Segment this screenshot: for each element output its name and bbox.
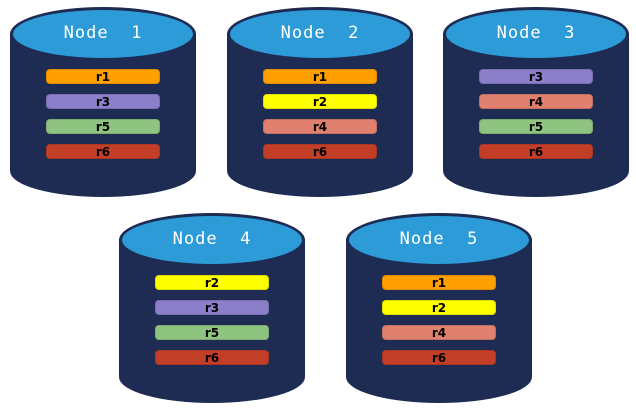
replica-bar: r4	[479, 94, 593, 109]
replica-label: r2	[204, 275, 220, 290]
replica-label: r1	[431, 275, 447, 290]
replica-bar: r1	[46, 69, 160, 84]
replica-bar: r6	[479, 144, 593, 159]
replica-bar: r1	[382, 275, 496, 290]
replica-label: r6	[528, 144, 544, 159]
cylinder-top: Node 3	[443, 7, 629, 61]
node-cylinder-1: Node 1 r1 r3 r5 r6	[10, 7, 196, 197]
replica-list: r1 r3 r5 r6	[46, 69, 160, 159]
node-title: Node 4	[172, 229, 252, 249]
replica-label: r6	[95, 144, 111, 159]
replica-bar: r2	[382, 300, 496, 315]
replica-bar: r3	[155, 300, 269, 315]
replica-bar: r5	[46, 119, 160, 134]
replica-bar: r4	[382, 325, 496, 340]
replica-bar: r6	[155, 350, 269, 365]
replica-label: r1	[95, 69, 111, 84]
replica-label: r4	[312, 119, 328, 134]
replica-label: r1	[312, 69, 328, 84]
replica-bar: r5	[479, 119, 593, 134]
replica-label: r2	[312, 94, 328, 109]
replica-label: r5	[204, 325, 220, 340]
replica-label: r3	[95, 94, 111, 109]
replica-list: r1 r2 r4 r6	[263, 69, 377, 159]
replica-list: r2 r3 r5 r6	[155, 275, 269, 365]
cylinder-top: Node 5	[346, 213, 532, 267]
node-title: Node 2	[280, 23, 360, 43]
replica-label: r3	[528, 69, 544, 84]
replica-label: r4	[431, 325, 447, 340]
replica-bar: r2	[155, 275, 269, 290]
replica-bar: r6	[382, 350, 496, 365]
node-title: Node 3	[496, 23, 576, 43]
node-cylinder-5: Node 5 r1 r2 r4 r6	[346, 213, 532, 403]
replica-label: r2	[431, 300, 447, 315]
replica-label: r6	[431, 350, 447, 365]
node-title: Node 1	[63, 23, 143, 43]
replica-list: r3 r4 r5 r6	[479, 69, 593, 159]
node-cylinder-3: Node 3 r3 r4 r5 r6	[443, 7, 629, 197]
replica-label: r4	[528, 94, 544, 109]
cylinder-top: Node 2	[227, 7, 413, 61]
node-cylinder-4: Node 4 r2 r3 r5 r6	[119, 213, 305, 403]
replica-bar: r4	[263, 119, 377, 134]
replica-bar: r3	[479, 69, 593, 84]
replica-bar: r6	[263, 144, 377, 159]
replica-bar: r2	[263, 94, 377, 109]
node-cylinder-2: Node 2 r1 r2 r4 r6	[227, 7, 413, 197]
replica-list: r1 r2 r4 r6	[382, 275, 496, 365]
replica-label: r3	[204, 300, 220, 315]
cylinder-top: Node 4	[119, 213, 305, 267]
replica-label: r5	[95, 119, 111, 134]
replica-bar: r6	[46, 144, 160, 159]
node-title: Node 5	[399, 229, 479, 249]
replica-label: r5	[528, 119, 544, 134]
replica-bar: r1	[263, 69, 377, 84]
cylinder-top: Node 1	[10, 7, 196, 61]
replica-bar: r3	[46, 94, 160, 109]
replica-label: r6	[312, 144, 328, 159]
replica-bar: r5	[155, 325, 269, 340]
replica-label: r6	[204, 350, 220, 365]
